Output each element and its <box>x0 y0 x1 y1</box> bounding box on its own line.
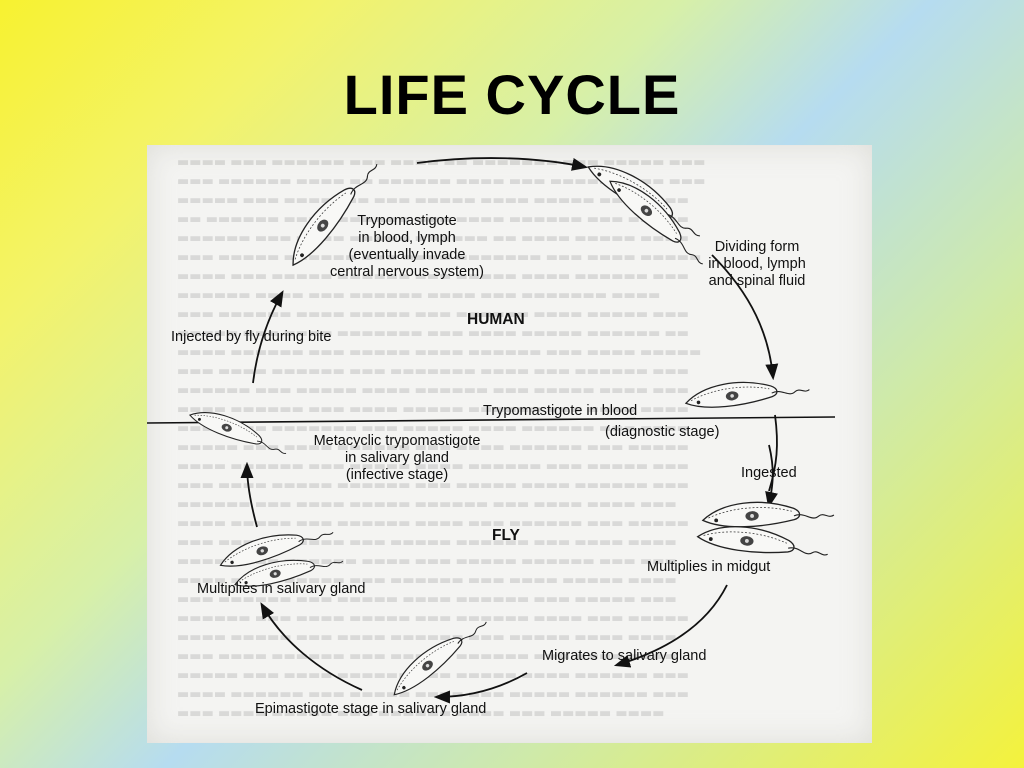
label-multiplies-salivary: Multiplies in salivary gland <box>197 581 366 597</box>
arrow-icon <box>260 602 363 691</box>
arrow-icon <box>433 672 528 704</box>
label-line: and spinal fluid <box>708 273 806 289</box>
label-line: Metacyclic trypomastigote <box>313 433 481 449</box>
label-epimastigote: Epimastigote stage in salivary gland <box>255 701 487 717</box>
label-line: central nervous system) <box>330 264 484 280</box>
arrow-icon <box>711 254 779 381</box>
arrow-icon <box>613 584 728 668</box>
label-ingested: Ingested <box>741 465 797 481</box>
label-line: (infective stage) <box>345 467 449 483</box>
host-label-human: HUMAN <box>467 311 525 328</box>
label-dividing-form: Dividing form in blood, lymph and spinal… <box>692 239 822 290</box>
cycle-arrows <box>240 157 779 704</box>
label-trypo-in-blood: Trypomastigote in blood <box>483 403 638 419</box>
arrow-icon <box>768 414 778 492</box>
label-trypo-blood-lymph: Trypomastigote in blood, lymph (eventual… <box>307 213 507 281</box>
host-divider <box>147 416 836 424</box>
label-line: in blood, lymph <box>358 230 456 246</box>
label-multiplies-midgut: Multiplies in midgut <box>647 559 771 575</box>
label-metacyclic: Metacyclic trypomastigote in salivary gl… <box>297 433 497 484</box>
arrow-icon <box>252 290 284 384</box>
label-migrates: Migrates to salivary gland <box>542 648 707 664</box>
label-line: in salivary gland <box>345 450 449 466</box>
trypanosome-icon <box>683 371 811 413</box>
label-diagnostic-stage: (diagnostic stage) <box>605 424 720 440</box>
host-label-fly: FLY <box>492 527 520 544</box>
life-cycle-diagram <box>147 152 836 704</box>
label-line: in blood, lymph <box>708 256 806 272</box>
diagram-panel: ▬▬▬▬ ▬▬▬ ▬▬▬▬▬▬ ▬▬▬ ▬▬▬▬ ▬▬ ▬▬▬▬▬▬▬ ▬▬▬ … <box>147 145 872 743</box>
label-line: (eventually invade <box>348 247 466 263</box>
trypanosome-icon <box>385 608 491 702</box>
arrow-icon <box>765 444 778 509</box>
trypanosome-icon <box>696 521 831 561</box>
label-line: Trypomastigote <box>357 213 457 229</box>
arrow-icon <box>416 157 589 171</box>
trypanosome-icon <box>701 496 835 531</box>
label-injected: Injected by fly during bite <box>171 329 332 345</box>
trypanosome-icon <box>186 403 292 459</box>
arrow-icon <box>240 461 258 528</box>
slide-title: LIFE CYCLE <box>343 63 681 126</box>
label-line: Dividing form <box>714 239 800 255</box>
